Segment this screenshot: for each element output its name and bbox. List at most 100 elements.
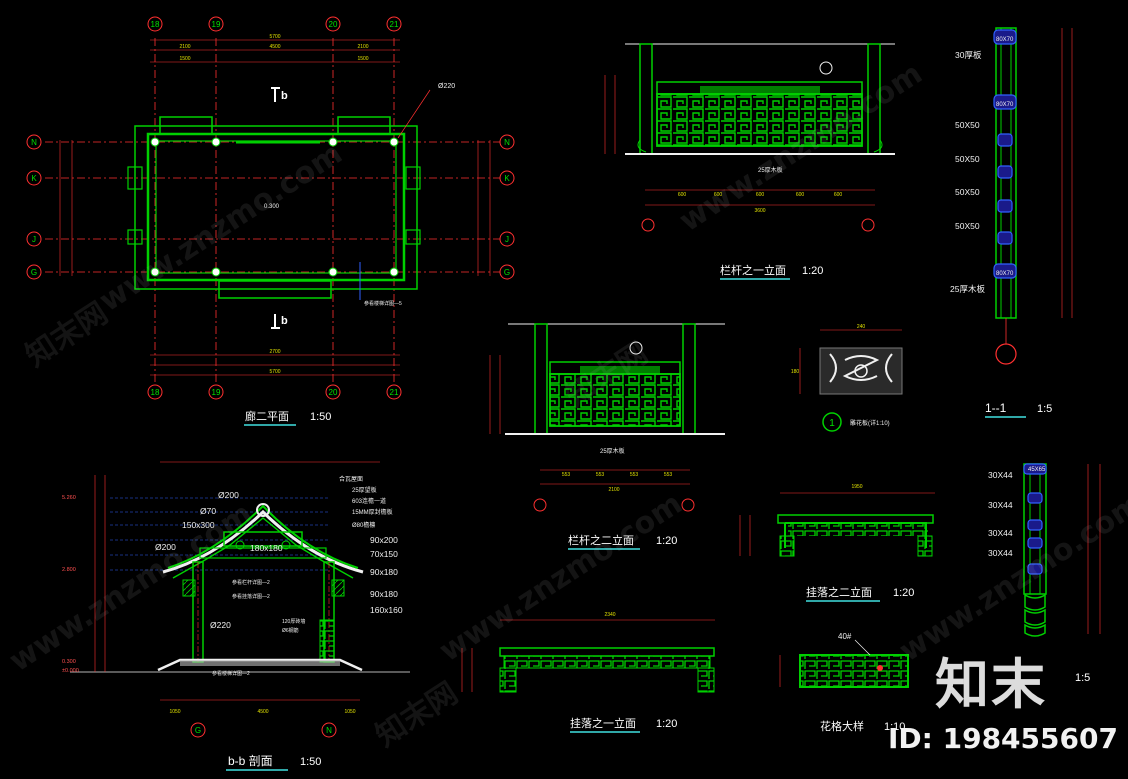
axis-19-top: 19: [212, 20, 221, 29]
rail2-dim-1: 553: [562, 472, 571, 478]
column-note: Ø220: [438, 83, 455, 90]
axis-G-right: G: [504, 268, 510, 277]
plan-dim-total-bottom: 5700: [269, 369, 280, 375]
s11-block-bottom: 80X70: [996, 271, 1014, 277]
railing-1-elevation: 600 600 600 600 600 3600 25厚木板 栏杆之一立面 1:…: [604, 43, 895, 280]
sec-label-90x180-a: 90x180: [370, 567, 398, 577]
sec-label-phi200: Ø200: [155, 542, 176, 552]
s11-label-50c: 50X50: [955, 187, 980, 197]
axis-19-bottom: 19: [212, 388, 221, 397]
s11-label-50d: 50X50: [955, 221, 980, 231]
hang1-scale: 1:20: [656, 718, 677, 730]
rail2-scale: 1:20: [656, 535, 677, 547]
plan-title: 廊二平面: [245, 409, 289, 423]
axis-J-right: J: [505, 235, 509, 244]
rail1-dim-3: 600: [756, 192, 765, 198]
sec-label-70x150: 70x150: [370, 549, 398, 559]
level-zero: ±0.000: [62, 668, 79, 674]
s22-scale: 1:5: [1075, 672, 1090, 684]
sec-note-stair: 参看楼梯详图—2: [212, 670, 250, 677]
s11-label-board: 30厚板: [955, 50, 982, 60]
carve-note: 雕花板(详1:10): [850, 419, 890, 427]
hanging-2-elevation: 1950 挂落之二立面 1:20: [739, 484, 935, 602]
plan-dim-mid-bottom: 2700: [269, 349, 280, 355]
sec-dim-mid: 4500: [257, 709, 268, 715]
sec-label-180x180: 180x180: [250, 543, 283, 553]
s22-label-a: 30X44: [988, 470, 1013, 480]
rail1-dim-1: 600: [678, 192, 687, 198]
hang2-total: 1950: [851, 484, 862, 490]
s22-label-d: 30X44: [988, 548, 1013, 558]
axis-18-bottom: 18: [151, 388, 160, 397]
sec-note-rail: 参看栏杆详图—2: [232, 579, 270, 586]
roof-note-3: 603连檐一道: [352, 497, 386, 505]
sec-label-150x300: 150x300: [182, 520, 215, 530]
level-floor: 0.300: [62, 659, 76, 665]
rail2-title: 栏杆之二立面: [568, 533, 634, 547]
plan-dim-e: 1500: [357, 56, 368, 62]
carved-panel-detail: 240 180 1 雕花板(详1:10): [791, 324, 903, 432]
s11-scale: 1:5: [1037, 403, 1052, 415]
hang2-title: 挂落之二立面: [806, 585, 872, 599]
plan-dim-a: 2100: [179, 44, 190, 50]
s11-title: 1--1: [985, 401, 1007, 415]
axis-20-bottom: 20: [329, 388, 338, 397]
section-mark-bottom: b: [281, 315, 288, 327]
axis-G-left: G: [31, 268, 37, 277]
axis-J-left: J: [32, 235, 36, 244]
brand-id: ID: 198455607: [888, 722, 1118, 755]
section-view: 5.260 2.800 0.300 ±0.000 合瓦屋面 25厚望板 603连…: [62, 461, 410, 771]
railing-2-elevation: 553 553 553 553 2100 25厚木板 栏杆之二立面 1:20: [489, 323, 725, 550]
axis-20-top: 20: [329, 20, 338, 29]
sec-label-90x200: 90x200: [370, 535, 398, 545]
sec-note-rebar: Ø6钢筋: [282, 627, 299, 634]
axis-N-left: N: [31, 138, 37, 147]
rail1-note: 25厚木板: [758, 166, 783, 174]
sec-label-160x160: 160x160: [370, 605, 403, 615]
roof-note-2: 25厚望板: [352, 486, 377, 494]
section-title: b-b 剖面: [228, 754, 273, 768]
sec-dim-right: 1050: [344, 709, 355, 715]
plan-view: 18 19 20 21 18 19 20 21 N K J G N K J G …: [26, 16, 515, 426]
section-2-2-detail: 45X65 30X44 30X44 30X44 30X44 1:5: [988, 463, 1101, 684]
plan-dim-b: 4500: [269, 44, 280, 50]
roof-note-5: Ø80檐檩: [352, 521, 375, 529]
s11-label-board2: 25厚木板: [950, 284, 985, 294]
stair-note: 参看楼梯详图—5: [364, 300, 402, 307]
plan-dim-c: 2100: [357, 44, 368, 50]
flower-grid-detail: 40# 花格大样 1:10: [779, 632, 909, 733]
rail1-dim-total: 3600: [754, 208, 765, 214]
axis-K-left: K: [31, 174, 37, 183]
s22-label-b: 30X44: [988, 500, 1013, 510]
sec-note-wall: 120厚砖墙: [282, 618, 305, 625]
sec-label-90x180-b: 90x180: [370, 589, 398, 599]
level-eave: 2.800: [62, 567, 76, 573]
rail1-dim-4: 600: [796, 192, 805, 198]
rail2-dim-4: 553: [664, 472, 673, 478]
rail2-dim-total: 2100: [608, 487, 619, 493]
sec-label-phi70: Ø70: [200, 506, 216, 516]
sec-label-phi220: Ø220: [210, 620, 231, 630]
axis-18-top: 18: [151, 20, 160, 29]
hang1-total: 2340: [604, 612, 615, 618]
rail2-note: 25厚木板: [600, 447, 625, 455]
roof-note-4: 15MM厚封檐板: [352, 508, 393, 516]
hang1-title: 挂落之一立面: [570, 716, 636, 730]
flower-title: 花格大样: [820, 719, 864, 733]
rail1-dim-5: 600: [834, 192, 843, 198]
carve-mark: 1: [829, 418, 835, 429]
axis-N-right: N: [504, 138, 510, 147]
plan-dim-total-top: 5700: [269, 34, 280, 40]
carve-dim-height: 180: [791, 369, 800, 375]
section-mark-top: b: [281, 90, 288, 102]
sec-dim-left: 1050: [169, 709, 180, 715]
plan-elevation: 0.300: [264, 204, 280, 210]
s11-block-2: 80X70: [996, 102, 1014, 108]
section-1-1-detail: 30厚板 80X70 80X70 50X50 50X50 50X50 50X50…: [950, 27, 1073, 418]
axis-21-top: 21: [390, 20, 399, 29]
rail1-dim-2: 600: [714, 192, 723, 198]
hanging-1-elevation: 2340 挂落之一立面 1:20: [461, 612, 715, 733]
level-top: 5.260: [62, 495, 76, 501]
flower-label: 40#: [838, 632, 852, 641]
